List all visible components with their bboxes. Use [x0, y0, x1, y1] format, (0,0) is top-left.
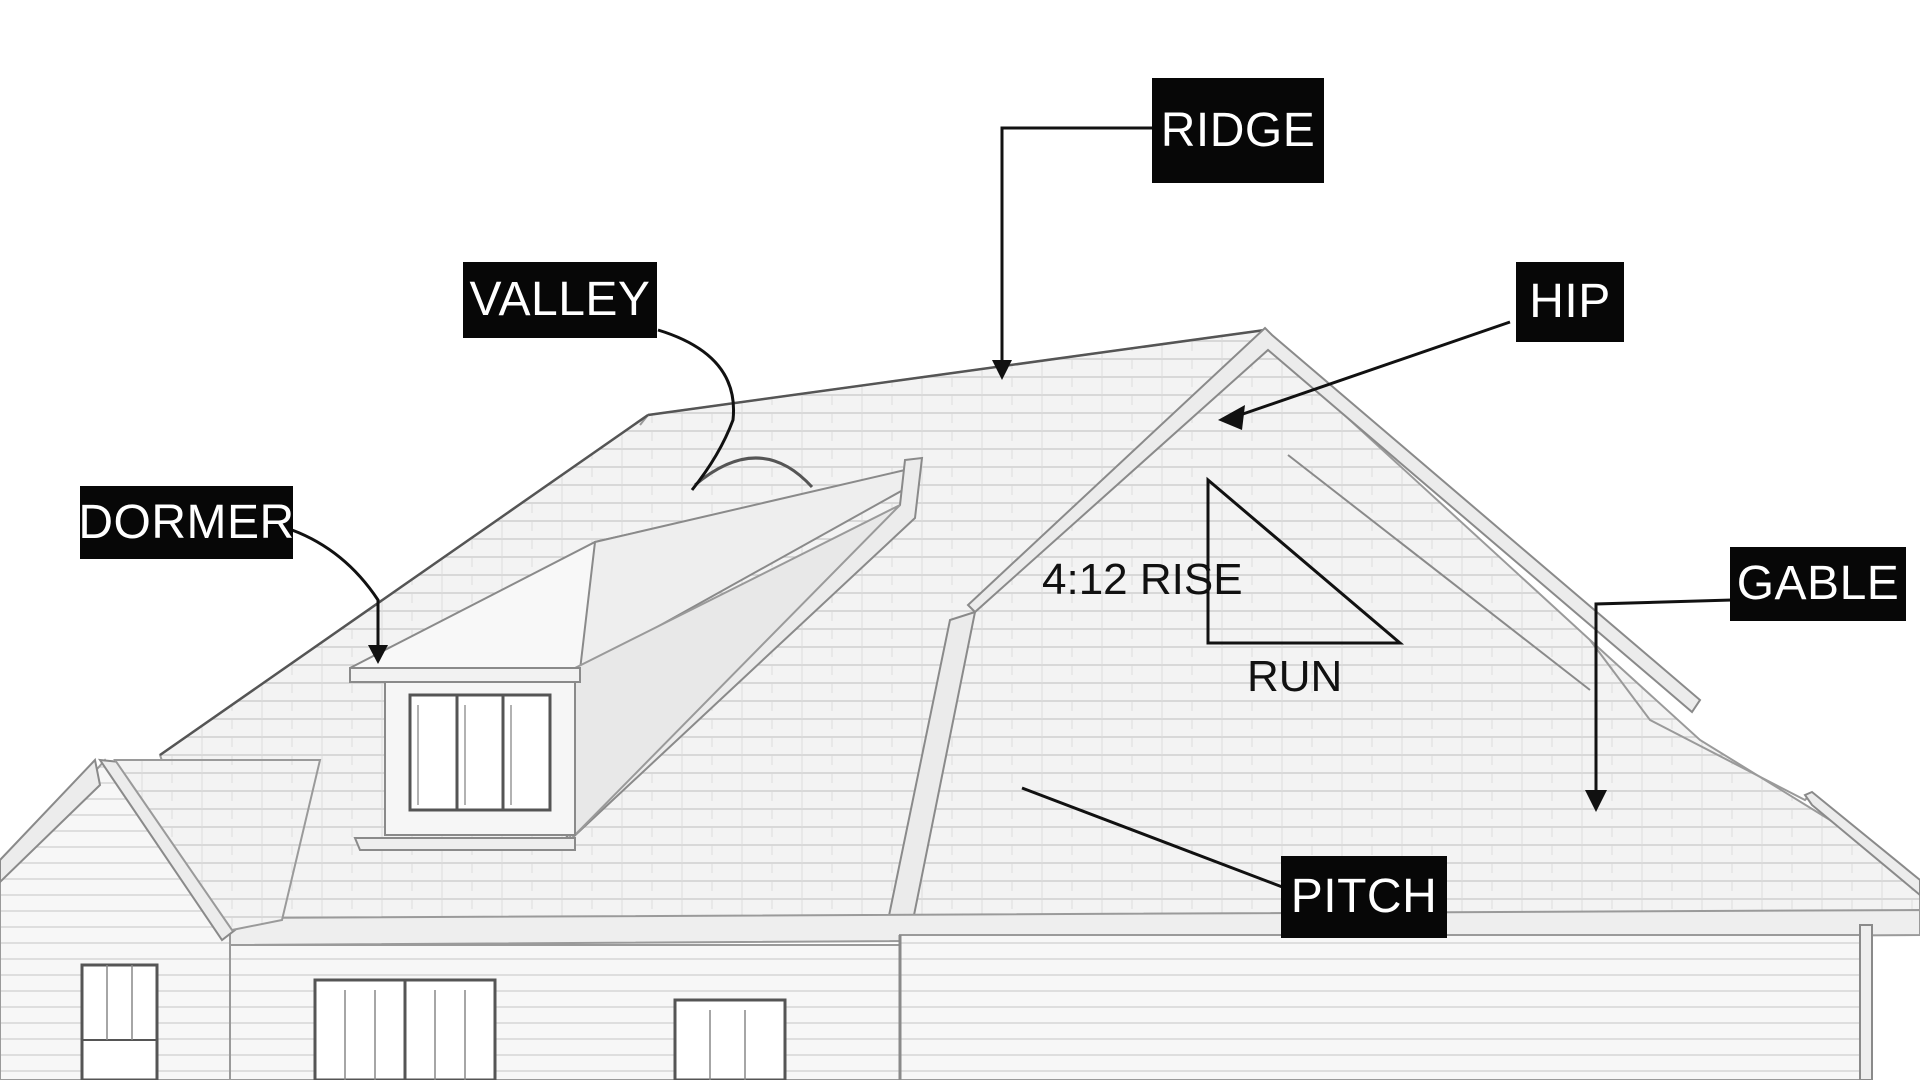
valley-curve: [694, 456, 814, 489]
leader-lines: [291, 126, 1733, 890]
gable-label: GABLE: [1730, 547, 1906, 621]
gable-leader-tip: [1585, 790, 1607, 812]
pitch-triangle: [1206, 476, 1405, 645]
pitch-label: PITCH: [1281, 856, 1447, 938]
dormer-leader: [291, 528, 380, 648]
gable-leader: [1594, 598, 1733, 795]
front-gable: [0, 757, 322, 1080]
house-walls: [80, 924, 1873, 1080]
valley-leader: [657, 328, 736, 491]
run-label: RUN: [1247, 652, 1343, 701]
rise-label: 4:12 RISE: [1042, 555, 1243, 604]
hip-leader-tip: [1218, 405, 1245, 430]
ridge-leader: [1000, 126, 1152, 365]
dormer: [349, 456, 924, 851]
valley-label: VALLEY: [463, 262, 657, 338]
pitch-leader: [1021, 786, 1286, 890]
hip-label: HIP: [1516, 262, 1624, 342]
ridge-label: RIDGE: [1152, 78, 1324, 183]
dormer-label: DORMER: [78, 486, 294, 559]
dormer-leader-tip: [368, 645, 388, 664]
ridge-leader-tip: [992, 360, 1012, 380]
hip-leader: [1239, 320, 1511, 417]
